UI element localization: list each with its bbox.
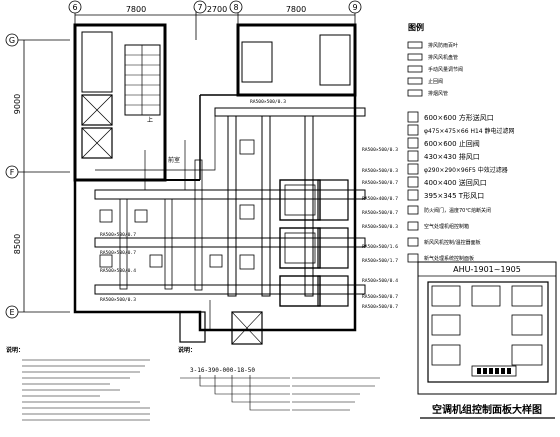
dim-top-left: 7800 — [126, 5, 146, 14]
grid-bubble-9 — [348, 0, 362, 14]
grid-label: 9 — [352, 3, 357, 12]
dim-left-lower: 8500 — [13, 234, 22, 254]
dim-left-upper: 9000 — [13, 94, 22, 114]
duct-tag: RA500×500/0.3 — [362, 168, 398, 174]
duct-tag: RA500×500/0.3 — [100, 297, 136, 303]
duct-tag: RA500×500/0.4 — [362, 278, 398, 284]
notes-title: 说明： — [6, 346, 24, 354]
legend-size: φ475×475×66 H14 静电过滤网 — [424, 127, 515, 135]
legend-item: 排风防雨百叶 — [428, 42, 458, 49]
stair-up-label: 上 — [147, 116, 153, 124]
duct-tag: RA500×500/0.3 — [362, 224, 398, 230]
left-dimension-line — [18, 39, 70, 313]
notes-title-2: 说明： — [178, 346, 196, 354]
building-walls — [73, 23, 357, 345]
duct-tag: RA500×500/0.7 — [362, 304, 398, 310]
legend-title: 图例 — [408, 22, 424, 32]
duct-tag: RA500×500/1.6 — [362, 244, 398, 250]
duct-tag: RA500×500/0.7 — [100, 250, 136, 256]
legend-note: 新风风机控制/温控器面板 — [424, 239, 481, 246]
legend-note: 新气处理系统控制面板 — [424, 255, 474, 262]
duct-tag: RA500×500/0.7 — [362, 294, 398, 300]
grid-label: E — [9, 308, 14, 317]
legend-size: 400×400 送回风口 — [424, 178, 487, 187]
room-label: 前室 — [168, 156, 180, 164]
grid-bubbles-top — [68, 0, 362, 14]
dim-top-mid: 2700 — [207, 5, 227, 14]
grid-label: F — [10, 168, 15, 177]
legend: 图例 排风防雨百叶 排风风机盘管 手动风量调节阀 止回阀 排烟风管 600×60… — [407, 22, 515, 263]
legend-size: 395×345 T形风口 — [424, 192, 484, 200]
duct-tag: RA500×500/0.4 — [100, 268, 136, 274]
grid-bubble-f — [5, 165, 19, 179]
dim-top-right: 7800 — [286, 5, 306, 14]
legend-size: φ290×290×96F5 中效过滤器 — [424, 166, 508, 174]
grid-label: 8 — [233, 3, 238, 12]
ahu-detail-frame — [417, 261, 557, 395]
legend-item: 手动风量调节阀 — [428, 66, 463, 73]
grid-bubble-e — [5, 305, 19, 319]
grid-label: 6 — [72, 3, 77, 12]
notes-lines — [22, 359, 150, 421]
legend-size: 600×600 止回阀 — [424, 139, 480, 148]
callout-leaders — [180, 375, 380, 411]
duct-tag: RA500×500/0.3 — [362, 147, 398, 153]
legend-size: 430×430 排风口 — [424, 152, 480, 161]
legend-note: 防火阀门，温度70℃熔断关闭 — [424, 207, 491, 214]
duct-tags: RA500×500/0.3 RA500×500/0.3 RA500×500/0.… — [100, 99, 398, 310]
grid-bubble-6 — [68, 0, 82, 14]
duct-network — [94, 107, 366, 330]
grid-label: G — [9, 36, 15, 45]
callout-code: 3-16-390-000-18-50 — [190, 367, 255, 374]
duct-tag: RA500×500/0.3 — [250, 99, 286, 105]
legend-item: 止回阀 — [428, 78, 443, 85]
grid-bubble-7 — [193, 0, 207, 14]
detail-caption: 空调机组控制面板大样图 — [432, 403, 542, 416]
grid-bubble-g — [5, 33, 19, 47]
grid-bubble-8 — [229, 0, 243, 14]
duct-tag: RA500×500/0.7 — [362, 180, 398, 186]
detail-title: AHU-1901~1905 — [453, 265, 521, 274]
grid-bubbles-left — [5, 33, 19, 319]
legend-item: 排烟风管 — [428, 90, 448, 97]
grid-label: 7 — [197, 3, 202, 12]
duct-tag: RA500×400/0.7 — [362, 196, 398, 202]
legend-item: 排风风机盘管 — [428, 54, 458, 61]
duct-tag: RA500×500/0.7 — [362, 210, 398, 216]
legend-note: 空气处理机组控制箱 — [424, 223, 469, 230]
duct-tag: RA500×500/0.7 — [100, 232, 136, 238]
duct-tag: RA500×500/1.7 — [362, 258, 398, 264]
legend-size: 600×600 方形送风口 — [424, 113, 494, 122]
ahu-detail-indicators — [477, 368, 511, 374]
